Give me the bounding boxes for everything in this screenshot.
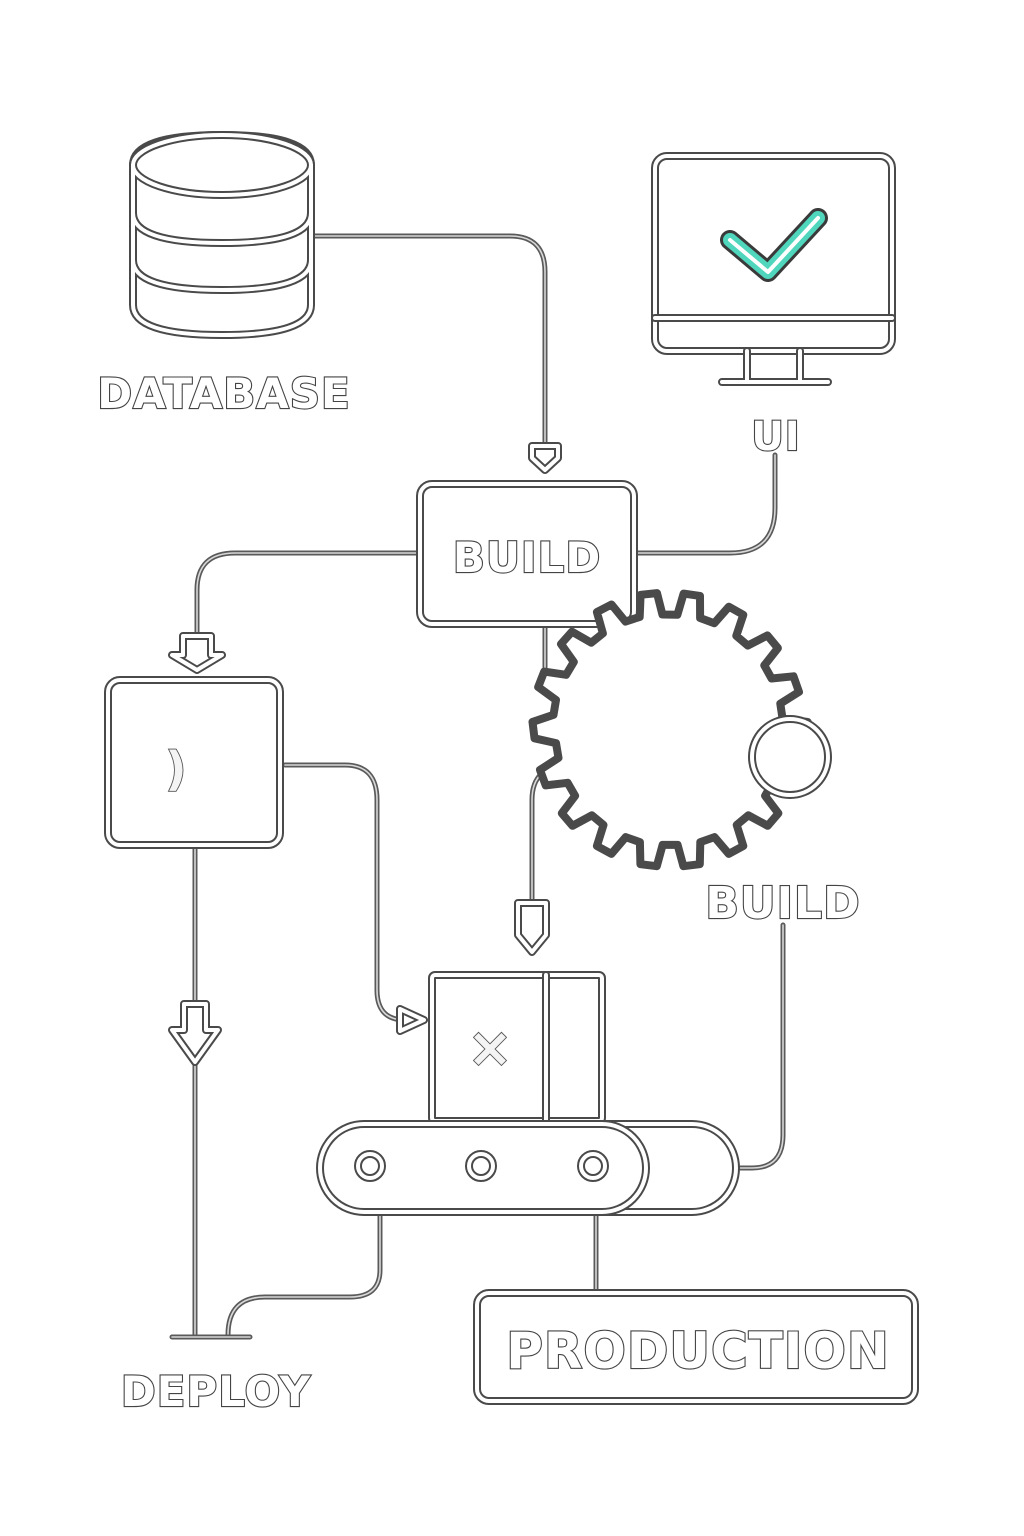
connector-conveyor-deploy xyxy=(225,1209,383,1338)
connectors xyxy=(169,233,786,1340)
arrow-into-machine-left xyxy=(396,1005,428,1035)
build-box xyxy=(416,480,638,628)
database-label: DATABASE xyxy=(97,369,350,418)
database-icon xyxy=(129,131,315,339)
arrow-into-build xyxy=(528,442,562,474)
gear-icon xyxy=(528,589,832,871)
conveyor-belt-icon xyxy=(316,1120,740,1216)
arrow-deploy-down xyxy=(168,1000,222,1066)
component-box xyxy=(104,676,284,849)
build-box-label: BUILD xyxy=(453,533,601,582)
connector-build-ui xyxy=(633,452,778,556)
deploy-label: DEPLOY xyxy=(121,1367,311,1416)
arrows xyxy=(168,442,562,1066)
arrow-into-machine-top xyxy=(514,899,550,956)
connector-component-machine xyxy=(282,762,408,1023)
machine-glyph: × xyxy=(467,1016,512,1079)
connector-build-component xyxy=(194,550,423,641)
component-glyph: ) xyxy=(165,742,186,796)
machine-icon xyxy=(428,971,606,1125)
arrow-into-component xyxy=(168,632,226,674)
production-box xyxy=(473,1289,919,1405)
connector-database-build xyxy=(312,233,548,449)
production-label: PRODUCTION xyxy=(506,1322,890,1380)
check-icon xyxy=(720,208,828,282)
connector-gear-conveyor xyxy=(735,922,786,1171)
ui-label: UI xyxy=(751,414,800,460)
build-gear-label: BUILD xyxy=(705,878,860,929)
